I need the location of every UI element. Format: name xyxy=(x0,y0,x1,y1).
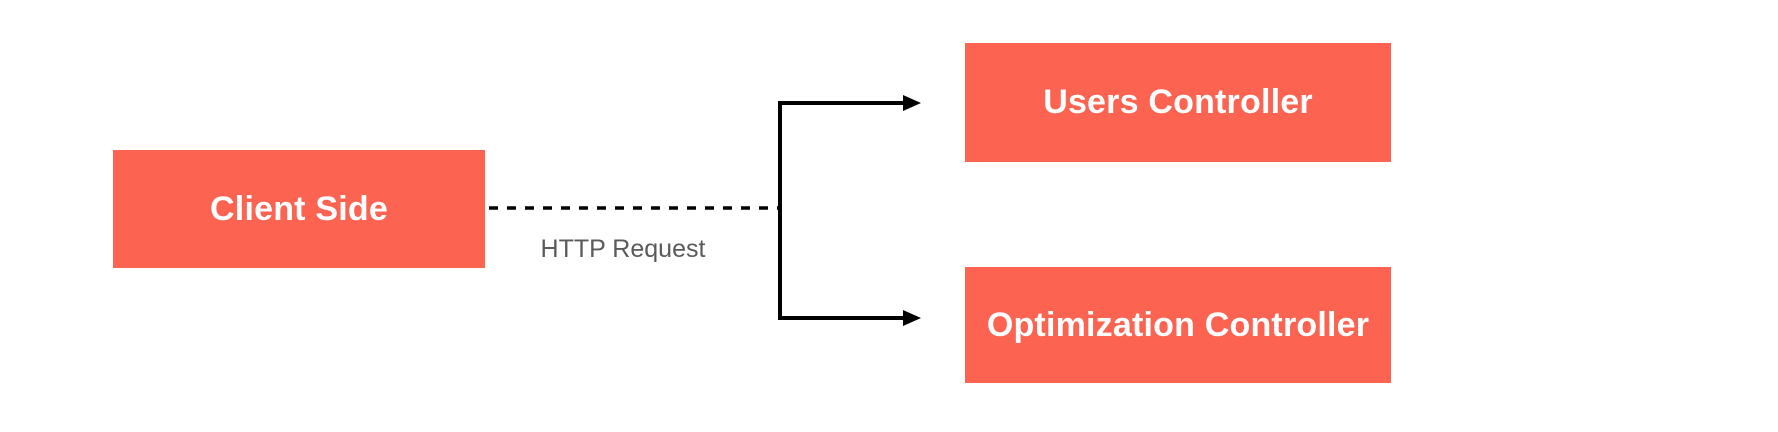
node-optimization-controller: Optimization Controller xyxy=(965,267,1391,383)
optimization-arrowhead-icon xyxy=(903,310,921,326)
edge-label-http-request: HTTP Request xyxy=(540,235,706,263)
node-users-controller-label: Users Controller xyxy=(1043,83,1313,121)
node-client-side-label: Client Side xyxy=(210,189,388,228)
users-arrowhead-icon xyxy=(903,95,921,111)
node-client-side: Client Side xyxy=(113,150,485,268)
node-users-controller: Users Controller xyxy=(965,43,1391,162)
node-optimization-controller-label: Optimization Controller xyxy=(986,305,1370,344)
